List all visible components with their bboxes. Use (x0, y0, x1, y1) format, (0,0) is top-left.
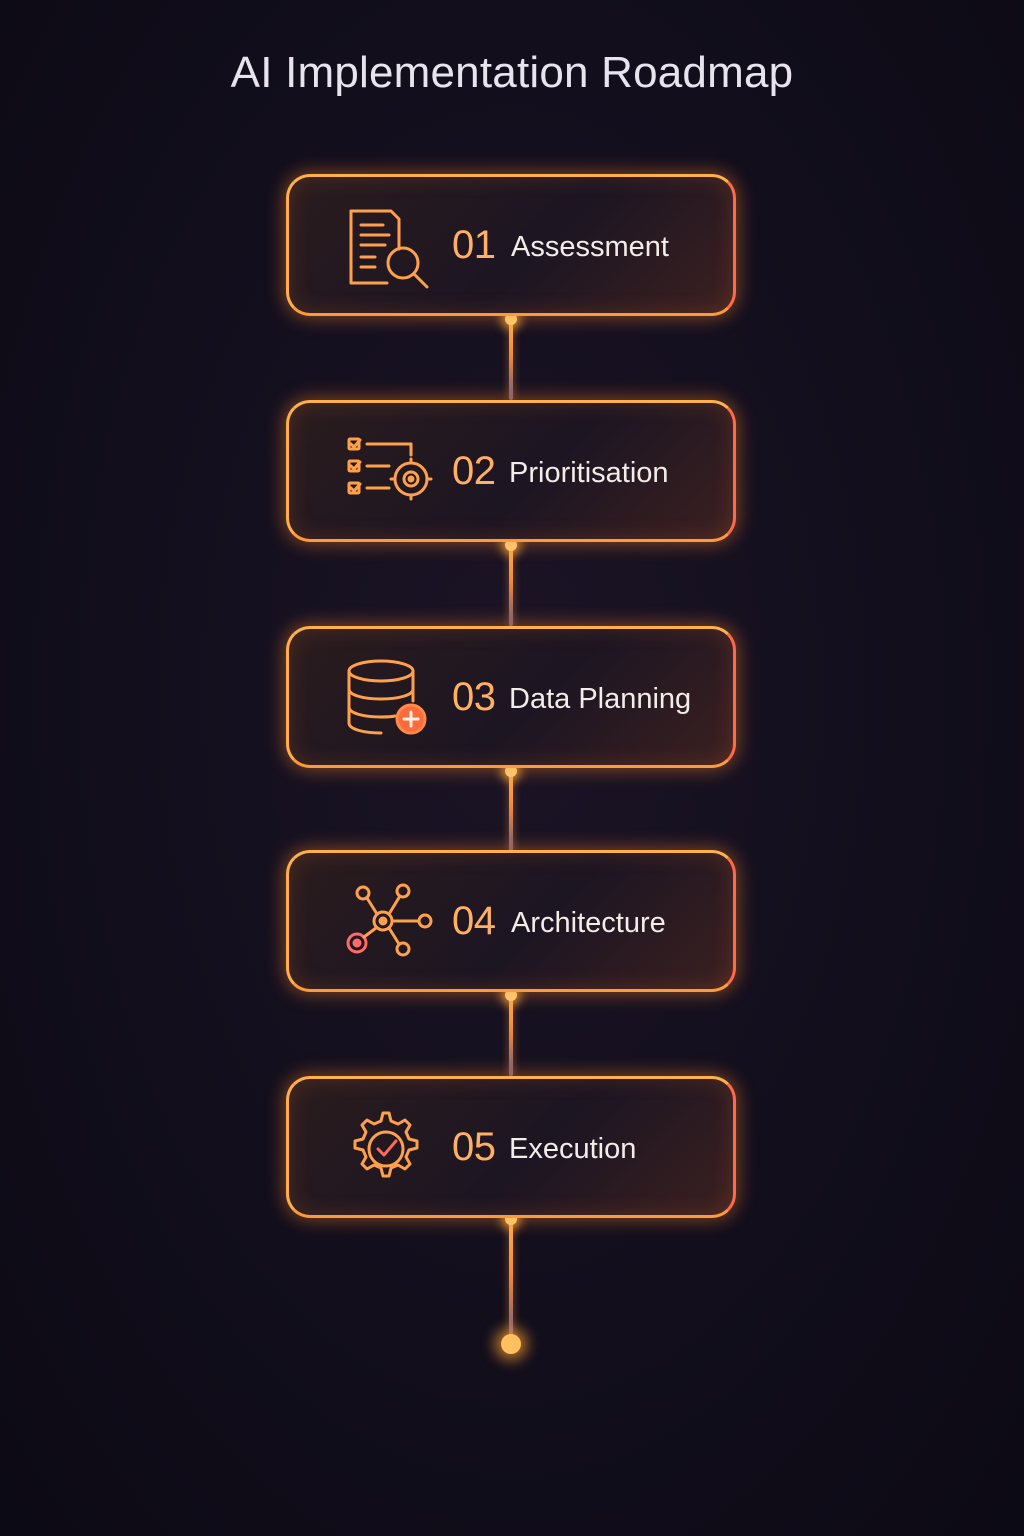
gear-check-icon (345, 1107, 435, 1189)
connector-node (505, 313, 517, 325)
connector-node (505, 539, 517, 551)
step-card-assessment: 01 Assessment (286, 174, 736, 316)
network-nodes-icon (345, 881, 435, 963)
roadmap-end-dot (501, 1334, 521, 1354)
step-label: Architecture (511, 907, 666, 939)
checklist-target-icon (345, 431, 435, 513)
connector-line (509, 770, 513, 852)
connector-line (509, 1218, 513, 1342)
step-card-execution: 05 Execution (286, 1076, 736, 1218)
step-number: 02 (452, 449, 496, 493)
connector-line (509, 994, 513, 1076)
connector-line (509, 544, 513, 626)
step-number: 05 (452, 1125, 496, 1169)
connector-node (505, 989, 517, 1001)
connector-node (505, 765, 517, 777)
step-card-data-planning: 03 Data Planning (286, 626, 736, 768)
step-label: Data Planning (509, 683, 692, 715)
step-number: 01 (452, 223, 496, 267)
page-title: AI Implementation Roadmap (230, 48, 794, 97)
step-label: Execution (509, 1133, 637, 1165)
document-search-icon (345, 205, 435, 289)
step-label: Prioritisation (509, 457, 669, 489)
step-card-prioritisation: 02 Prioritisation (286, 400, 736, 542)
database-add-icon (345, 657, 435, 739)
step-card-architecture: 04 Architecture (286, 850, 736, 992)
step-number: 03 (452, 675, 496, 719)
step-label: Assessment (511, 231, 669, 263)
connector-line (509, 318, 513, 400)
step-number: 04 (452, 899, 496, 943)
